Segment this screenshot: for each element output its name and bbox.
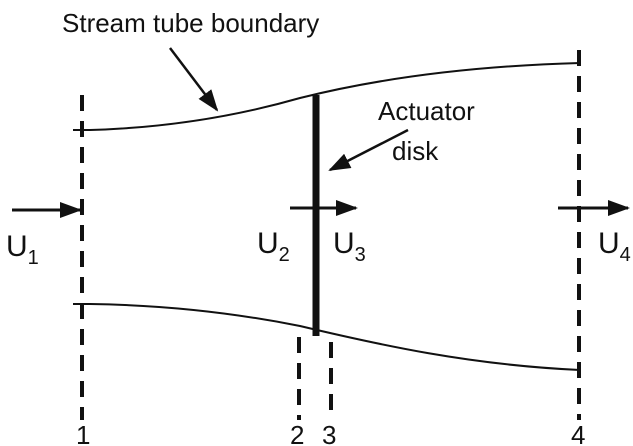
stream-tube-lower-boundary <box>73 303 581 371</box>
stream-tube-pointer-arrow <box>169 47 219 112</box>
actuator-pointer-arrow <box>328 128 409 172</box>
station-label-2: 2 <box>290 420 304 446</box>
velocity-label-u1: U1 <box>6 230 39 269</box>
stream-tube-boundary-label: Stream tube boundary <box>62 8 319 38</box>
velocity-label-u3: U3 <box>333 227 366 266</box>
actuator-label-line1: Actuator <box>378 96 475 126</box>
station-label-4: 4 <box>571 420 585 446</box>
station-label-1: 1 <box>76 420 90 446</box>
actuator-label-line2: disk <box>392 136 439 166</box>
stream-tube-upper-boundary <box>73 62 581 131</box>
velocity-label-u2: U2 <box>257 227 290 266</box>
station-label-3: 3 <box>322 420 336 446</box>
velocity-label-u4: U4 <box>598 227 631 266</box>
